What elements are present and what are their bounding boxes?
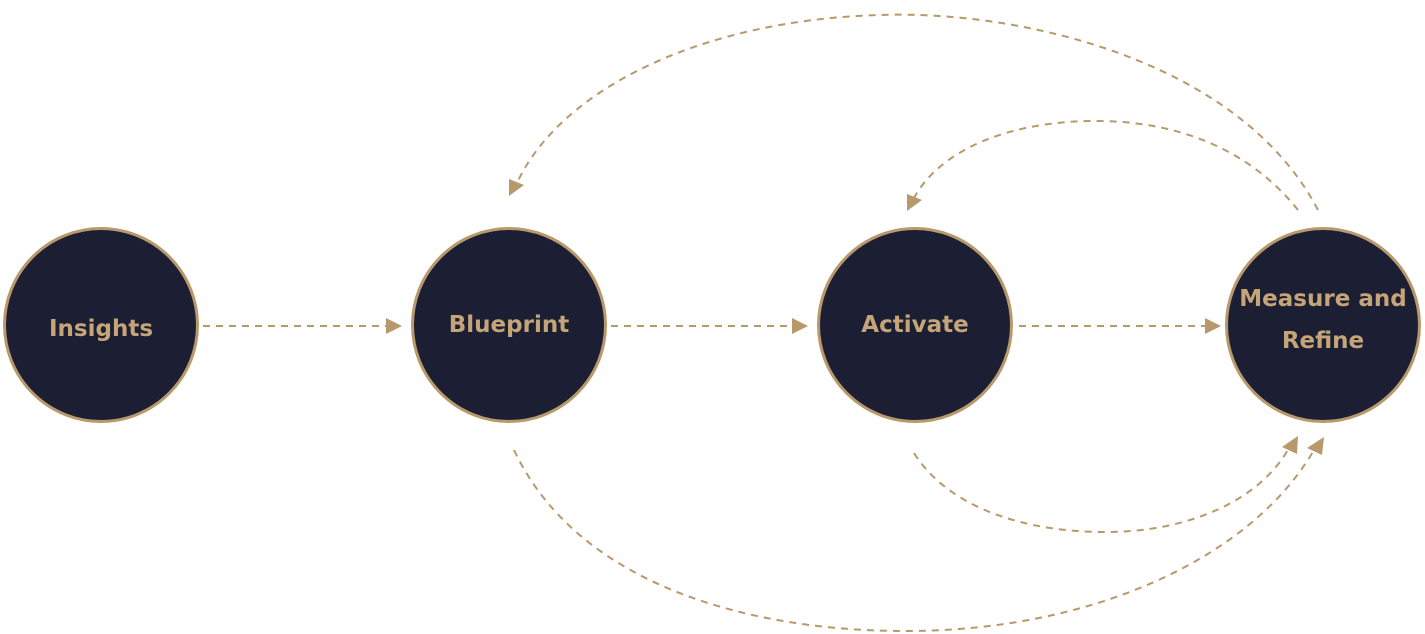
arrowhead-activate-measure-loop: [1282, 436, 1298, 454]
node-activate: Activate: [817, 227, 1013, 423]
node-label-blueprint: Blueprint: [448, 312, 570, 338]
arrowhead-measure-activate-loop: [907, 194, 922, 211]
node-insights: Insights: [3, 227, 199, 423]
edge-measure-blueprint-loop: [516, 13, 1319, 211]
arrowhead-activate-measure: [1205, 318, 1221, 334]
node-measure-and-refine: Measure and Refine: [1225, 227, 1421, 423]
node-label-insights: Insights: [48, 316, 154, 342]
arrowhead-measure-blueprint-loop: [509, 179, 524, 196]
edge-blueprint-measure-loop: [513, 449, 1315, 633]
node-blueprint: Blueprint: [411, 227, 607, 423]
arrowhead-blueprint-measure-loop: [1307, 437, 1324, 455]
arrowhead-blueprint-activate: [792, 318, 808, 334]
node-label-activate: Activate: [861, 312, 969, 338]
node-label-measure-and-refine: Measure and Refine: [1239, 286, 1407, 354]
arrowhead-insights-blueprint: [386, 318, 402, 334]
edge-measure-activate-loop: [913, 119, 1299, 211]
edge-activate-measure-loop: [913, 447, 1290, 534]
